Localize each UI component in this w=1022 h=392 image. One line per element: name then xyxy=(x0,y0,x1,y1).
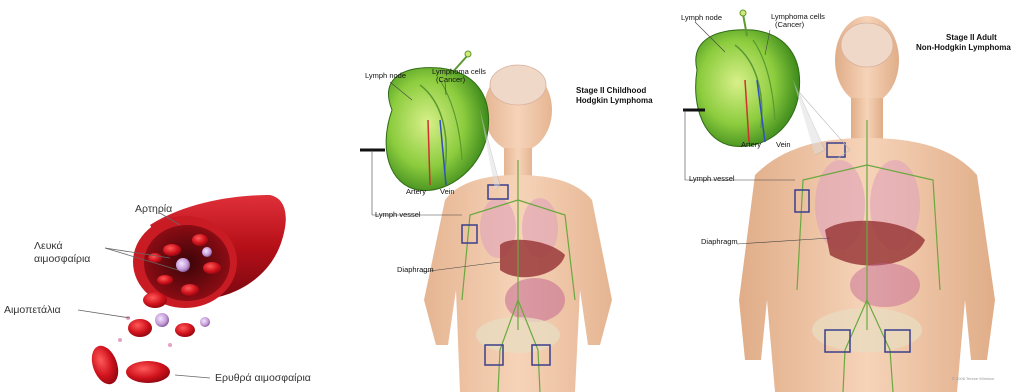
platelets-label: Αιμοπετάλια xyxy=(4,304,61,316)
adult-body-illustration xyxy=(675,0,1022,392)
adult-lymphoma-cells-label-line2: (Cancer) xyxy=(775,21,804,29)
child-lymph-vessel-label: Lymph vessel xyxy=(375,211,421,219)
adult-title-line1: Stage II Adult xyxy=(946,33,997,42)
adult-lymph-node-label: Lymph node xyxy=(681,14,722,22)
white-cells-label-line1: Λευκά xyxy=(34,240,63,252)
adult-lymph-vessel-label: Lymph vessel xyxy=(689,175,735,183)
brain xyxy=(841,23,893,67)
adult-diaphragm-label: Diaphragm xyxy=(701,238,738,246)
child-artery-label: Artery xyxy=(406,188,426,196)
artery-illustration xyxy=(0,0,350,392)
childhood-body-illustration xyxy=(350,0,675,392)
artery-label: Αρτηρία xyxy=(135,203,172,215)
child-lymphoma-cells-label-line2: (Cancer) xyxy=(436,76,465,84)
brain xyxy=(490,65,546,105)
adult-copyright: © 2008 Terese Winslow xyxy=(952,376,994,381)
adult-artery-label: Artery xyxy=(741,141,761,149)
adult-lymphoma-panel: Lymph node Lymphoma cells (Cancer) Stage… xyxy=(675,0,1022,392)
child-title-line1: Stage II Childhood xyxy=(576,86,646,95)
white-cells-label-line2: αιμοσφαίρια xyxy=(34,253,90,265)
child-diaphragm-label: Diaphragm xyxy=(397,266,434,274)
adult-title-line2: Non-Hodgkin Lymphoma xyxy=(916,43,1011,52)
childhood-lymphoma-panel: Lymph node Lymphoma cells (Cancer) Stage… xyxy=(350,0,675,392)
child-lymph-node-label: Lymph node xyxy=(365,72,406,80)
artery-illustration-panel: Αρτηρία Λευκά αιμοσφαίρια Αιμοπετάλια Ερ… xyxy=(0,0,350,392)
child-vein-label: Vein xyxy=(440,188,455,196)
adult-vein-label: Vein xyxy=(776,141,791,149)
child-title-line2: Hodgkin Lymphoma xyxy=(576,96,653,105)
red-cells-label: Ερυθρά αιμοσφαίρια xyxy=(215,372,311,384)
adult-lymph-node-inset xyxy=(683,10,825,155)
